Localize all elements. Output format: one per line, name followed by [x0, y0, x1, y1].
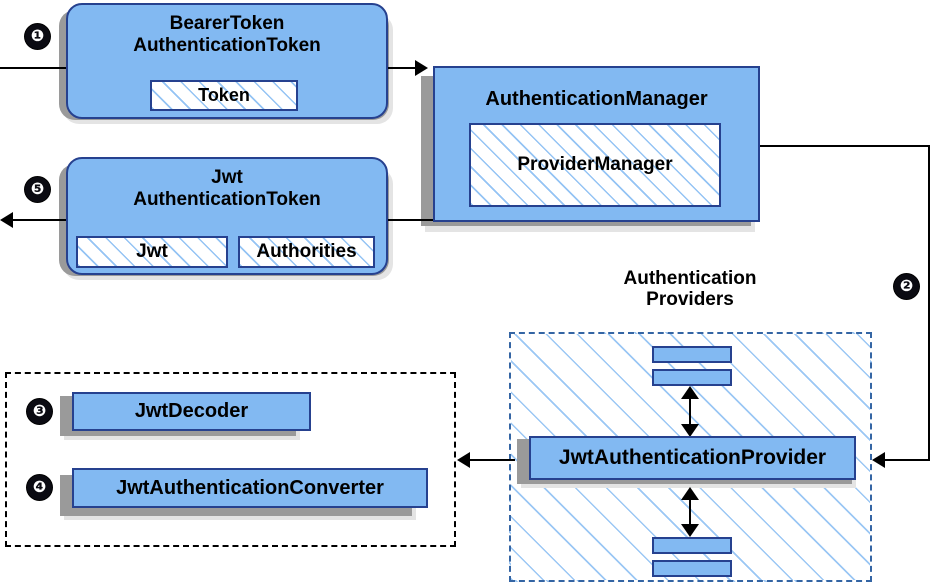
slot-provider-manager[interactable]: ProviderManager	[469, 123, 721, 207]
bearer-token-title: BearerToken AuthenticationToken	[133, 13, 321, 56]
connector-provider-to-local	[470, 459, 515, 461]
arrowhead-provider-down	[681, 524, 699, 537]
slot-jwt-label: Jwt	[136, 241, 168, 262]
step-badge-1-label: ❶	[30, 27, 45, 45]
slot-token[interactable]: Token	[150, 80, 298, 111]
step-badge-2: ❷	[894, 274, 919, 299]
connector-into-provider	[884, 459, 930, 461]
connector-manager-right	[760, 145, 930, 147]
provider-bar-bottom-1[interactable]	[652, 537, 732, 554]
slot-token-label: Token	[198, 85, 250, 105]
connector-provider-down	[689, 490, 691, 532]
jwt-token-title: Jwt AuthenticationToken	[133, 167, 321, 210]
node-jwt-decoder[interactable]: JwtDecoder	[72, 392, 311, 431]
connector-response-out	[13, 219, 73, 221]
arrowhead-provider-to-local	[457, 452, 470, 468]
provider-bar-bottom-2[interactable]	[652, 560, 732, 577]
arrowhead-response-out	[0, 212, 13, 228]
node-jwt-authentication-provider[interactable]: JwtAuthenticationProvider	[529, 436, 856, 480]
connector-manager-down	[928, 145, 930, 460]
step-badge-2-label: ❷	[899, 277, 914, 295]
jwt-token-title-line1: Jwt	[211, 167, 243, 188]
jwt-decoder-label: JwtDecoder	[134, 400, 249, 422]
local-components-region	[5, 372, 456, 547]
slot-jwt[interactable]: Jwt	[76, 236, 228, 268]
jwt-converter-label: JwtAuthenticationConverter	[116, 476, 384, 499]
authentication-manager-title: AuthenticationManager	[485, 88, 708, 110]
step-badge-5-label: ❺	[30, 180, 45, 198]
jwt-provider-label: JwtAuthenticationProvider	[558, 446, 827, 469]
provider-bar-top-2[interactable]	[652, 369, 732, 386]
step-badge-4: ❹	[27, 475, 52, 500]
connector-manager-to-jwt-token	[388, 219, 436, 221]
slot-authorities[interactable]: Authorities	[238, 236, 375, 268]
step-badge-5: ❺	[25, 177, 50, 202]
connector-request-in	[0, 67, 68, 69]
arrowhead-provider-down-top	[681, 487, 699, 500]
slot-provider-manager-label: ProviderManager	[517, 154, 673, 175]
authentication-providers-caption: Authentication Providers	[570, 268, 810, 311]
provider-bar-top-1[interactable]	[652, 346, 732, 363]
providers-caption-line2: Providers	[646, 289, 734, 311]
arrowhead-bearer-to-manager	[415, 60, 428, 76]
step-badge-3-label: ❸	[32, 402, 47, 420]
slot-authorities-label: Authorities	[256, 241, 357, 262]
node-bearer-token-authentication-token[interactable]: BearerToken AuthenticationToken	[66, 3, 388, 119]
arrowhead-provider-up-bottom	[681, 424, 699, 437]
connector-provider-up	[689, 392, 691, 434]
bearer-token-title-line2: AuthenticationToken	[133, 34, 321, 56]
node-jwt-authentication-converter[interactable]: JwtAuthenticationConverter	[72, 468, 428, 508]
step-badge-3: ❸	[27, 399, 52, 424]
arrowhead-provider-up	[681, 386, 699, 399]
step-badge-4-label: ❹	[32, 478, 47, 496]
jwt-token-title-line2: AuthenticationToken	[133, 188, 321, 210]
arrowhead-into-provider	[872, 452, 885, 468]
connector-bearer-to-manager	[388, 67, 424, 69]
bearer-token-title-line1: BearerToken	[169, 13, 285, 34]
providers-caption-line1: Authentication	[623, 268, 757, 289]
step-badge-1: ❶	[25, 24, 50, 49]
